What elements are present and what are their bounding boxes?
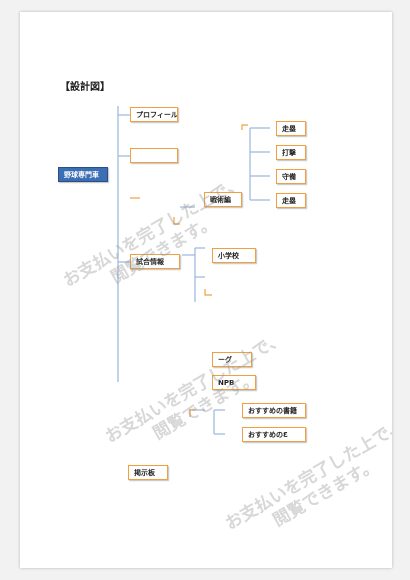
book1-box: おすすめの書籍 — [242, 403, 306, 418]
tactics-bracket — [241, 124, 248, 130]
orphan-mark-2 — [173, 217, 180, 225]
base-run-box: 走塁 — [276, 121, 306, 136]
document-page: 【設計図】 — [20, 12, 392, 568]
blank-box — [130, 148, 178, 163]
match-info-box: 試合情報 — [130, 254, 180, 269]
league-box: ーグ — [212, 352, 252, 367]
root-box: 野球専門車 — [58, 167, 108, 182]
fielding-box: 守備 — [276, 169, 306, 184]
profile-box: プロフィール — [130, 107, 178, 122]
book2-box: おすすめのƐ — [242, 427, 306, 442]
board-box: 掲示板 — [128, 465, 168, 480]
orphan-mark-4 — [189, 409, 195, 417]
orphan-mark-3 — [204, 289, 212, 296]
tactics-box: 戦術編 — [204, 192, 242, 207]
connector-lines — [117, 106, 270, 435]
base-run-2-box: 走塁 — [276, 193, 306, 208]
elementary-box: 小学校 — [212, 248, 256, 263]
npb-box: NPB — [212, 375, 256, 390]
page-heading: 【設計図】 — [60, 82, 110, 93]
batting-box: 打撃 — [276, 145, 306, 160]
